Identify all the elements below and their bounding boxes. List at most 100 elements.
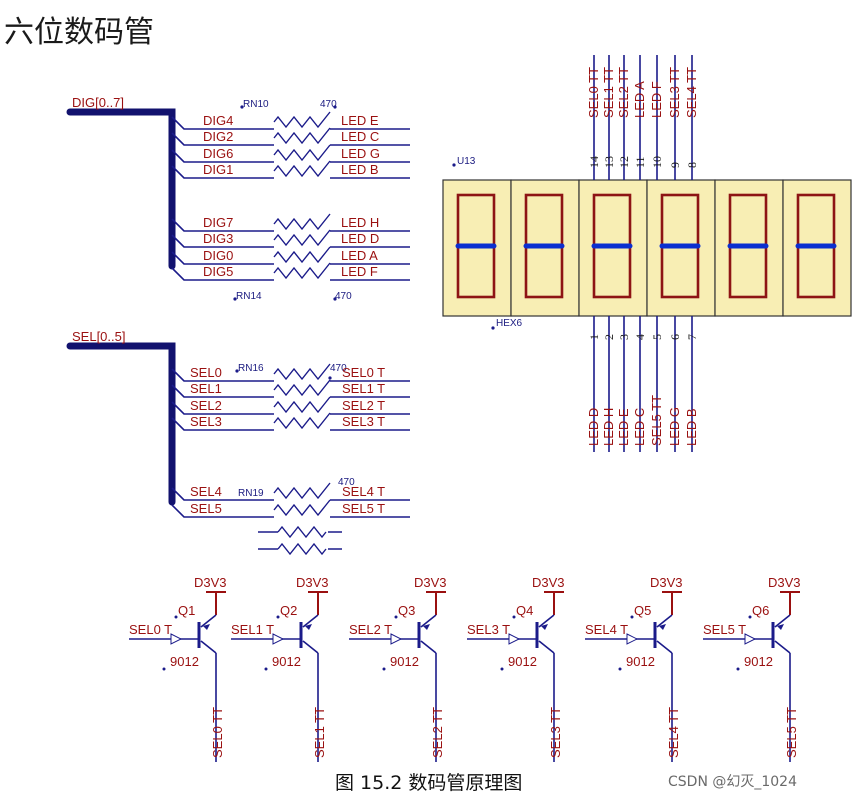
resistor-zigzag [273, 111, 331, 129]
sel-out-label: SEL2 T [342, 398, 385, 413]
vcc-label: D3V3 [650, 575, 683, 590]
u13-ref: U13 [457, 156, 476, 167]
led-label: LED D [341, 231, 379, 246]
sel-label: SEL5 [190, 501, 222, 516]
digit-cell [578, 179, 648, 317]
base-input-label: SEL0 T [129, 622, 172, 637]
vcc-label: D3V3 [532, 575, 565, 590]
vcc-label: D3V3 [296, 575, 329, 590]
led-label: LED H [341, 215, 379, 230]
transistor-ref: Q5 [634, 603, 651, 618]
pin-net: SEL2 TT [616, 67, 631, 118]
vcc-label: D3V3 [414, 575, 447, 590]
rn19-ref: RN19 [238, 488, 264, 499]
sel-row: SEL1 SEL1 T [171, 379, 410, 398]
transistor-ref: Q3 [398, 603, 415, 618]
display-top-pin: 14 SEL0 TT [586, 55, 601, 180]
rn16-ref: RN16 [238, 363, 264, 374]
watermark: CSDN @幻灭_1024 [668, 774, 797, 790]
rn14-value: 470 [335, 291, 352, 302]
collector-net-label: SEL2 TT [430, 707, 445, 758]
dig-bus-label: DIG[0..7] [72, 95, 124, 110]
pin-net: LED B [684, 408, 699, 446]
resistor-zigzag [273, 127, 331, 145]
resistor-zigzag [273, 246, 331, 264]
dig-label: DIG0 [203, 248, 233, 263]
sel-label: SEL3 [190, 414, 222, 429]
collector-net-label: SEL5 TT [784, 707, 799, 758]
sel-out-label: SEL1 T [342, 381, 385, 396]
led-label: LED A [341, 248, 378, 263]
pin-number: 14 [587, 156, 601, 168]
transistor-part: 9012 [626, 654, 655, 669]
resistor-zigzag [273, 396, 331, 414]
sel-row: SEL4 SEL4 T [171, 482, 410, 501]
display-digits [442, 179, 852, 317]
sel-bus-label: SEL[0..5] [72, 329, 125, 344]
pin-net: LED D [586, 408, 601, 446]
transistor-part: 9012 [390, 654, 419, 669]
vcc-label: D3V3 [194, 575, 227, 590]
dig-bus-line [66, 108, 176, 270]
resistor-zigzag [273, 499, 331, 517]
resistor-zigzag [273, 482, 331, 500]
sel-out-label: SEL4 T [342, 484, 385, 499]
transistor-ref: Q2 [280, 603, 297, 618]
led-label: LED F [341, 264, 378, 279]
dig-label: DIG2 [203, 129, 233, 144]
vcc-label: D3V3 [768, 575, 801, 590]
hex6-ref: HEX6 [496, 318, 523, 329]
sel-label: SEL4 [190, 484, 222, 499]
dig-label: DIG3 [203, 231, 233, 246]
digit-cell [510, 179, 580, 317]
sel-out-label: SEL0 T [342, 365, 385, 380]
pin-number: 1 [587, 334, 601, 340]
sel-label: SEL0 [190, 365, 222, 380]
transistor-ref: Q6 [752, 603, 769, 618]
pin-net: SEL0 TT [586, 67, 601, 118]
rn10-ref: RN10 [243, 99, 269, 110]
base-input-label: SEL2 T [349, 622, 392, 637]
sel-out-label: SEL5 T [342, 501, 385, 516]
pin-net: LED H [601, 408, 616, 446]
pin-number: 3 [617, 334, 631, 340]
resistor-zigzag [273, 262, 331, 280]
led-label: LED E [341, 113, 379, 128]
digit-cell [646, 179, 716, 317]
sel-label: SEL1 [190, 381, 222, 396]
rn10-value: 470 [320, 99, 337, 110]
pin-number: 7 [685, 334, 699, 340]
dig-label: DIG1 [203, 162, 233, 177]
base-input-label: SEL1 T [231, 622, 274, 637]
page-title: 六位数码管 [4, 15, 154, 50]
pin-number: 4 [633, 334, 647, 340]
led-label: LED C [341, 129, 379, 144]
sel-bus-line [66, 342, 176, 506]
collector-net-label: SEL3 TT [548, 707, 563, 758]
pin-net: SEL5 TT [649, 395, 664, 446]
dig-row: DIG3 LED D [171, 229, 410, 248]
digit-cell [782, 179, 852, 317]
pin-net: SEL3 TT [667, 67, 682, 118]
resistor-zigzag [273, 363, 331, 381]
collector-net-label: SEL1 TT [312, 707, 327, 758]
pin-number: 11 [633, 156, 647, 168]
